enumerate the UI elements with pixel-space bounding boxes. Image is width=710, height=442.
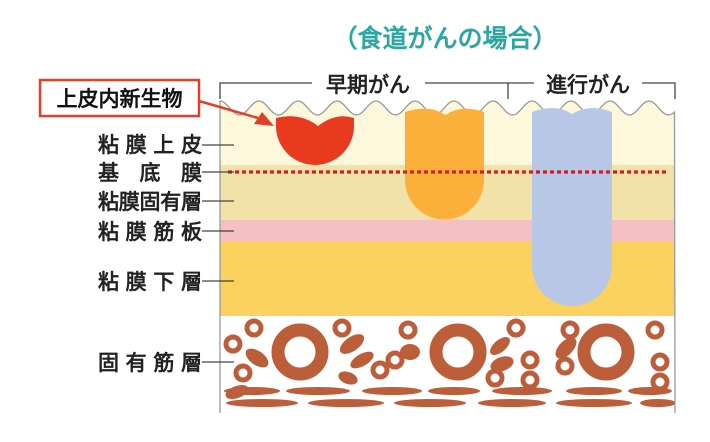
muscle-fiber-longitudinal: [566, 387, 622, 395]
muscle-cell-oblique: [555, 337, 577, 359]
muscle-ring-small: [520, 350, 540, 370]
intraepithelial-neoplasia-tumor: [276, 116, 354, 165]
intraepithelial-callout-box: [38, 78, 201, 118]
muscle-fiber-longitudinal: [492, 387, 552, 395]
diagram-title: （食道がんの場合）: [332, 24, 557, 53]
early-bracket-left: [219, 82, 312, 99]
muscle-fiber-longitudinal: [286, 387, 350, 395]
early-stage-label: 早期がん: [326, 73, 410, 97]
label-submucosa: 粘膜下層: [98, 270, 202, 294]
muscle-ring-small: [233, 363, 253, 383]
muscle-fiber-longitudinal: [478, 399, 546, 407]
muscle-fiber-longitudinal: [428, 387, 480, 395]
muscle-ring-small: [650, 352, 670, 372]
callout-arrow-line: [198, 99, 259, 120]
advanced-stage-label: 進行がん: [546, 73, 630, 97]
muscle-cell-oblique: [338, 371, 358, 385]
muscle-ring-small: [506, 318, 526, 338]
muscle-cell-oblique: [400, 344, 420, 360]
muscle-ring-small: [398, 320, 418, 340]
muscle-ring-small: [645, 320, 665, 340]
muscle-fiber-longitudinal: [224, 387, 280, 395]
early-advanced-divider: [425, 82, 534, 99]
callout-arrow-head: [254, 112, 274, 126]
muscle-ring-small: [223, 334, 243, 354]
intraepithelial-callout-label: 上皮内新生物: [57, 87, 183, 111]
label-basement-membrane: 基底膜: [98, 161, 202, 185]
muscle-fiber-longitudinal: [362, 387, 422, 395]
muscle-ring-small: [244, 318, 264, 338]
label-lamina-propria: 粘膜固有層: [98, 190, 202, 214]
stage-brackets: [219, 82, 676, 99]
muscle-ring-large: [577, 323, 635, 381]
muscle-fiber-longitudinal: [308, 399, 384, 407]
muscle-ring-large: [429, 323, 487, 381]
muscle-fiber-longitudinal: [628, 387, 672, 395]
label-epithelium: 粘膜上皮: [98, 133, 202, 157]
muscle-ring-small: [520, 370, 540, 390]
label-muscularis-mucosae: 粘膜筋板: [98, 220, 203, 244]
muscle-fiber-longitudinal: [394, 399, 466, 407]
muscle-ring-small: [385, 350, 405, 370]
muscle-ring-small: [370, 360, 390, 380]
muscle-ring-small: [555, 356, 575, 376]
label-muscularis-propria: 固有筋層: [98, 351, 202, 375]
muscle-cell-oblique: [245, 348, 269, 368]
advanced-cancer-tumor: [532, 107, 612, 306]
muscle-fiber-longitudinal: [556, 399, 632, 407]
early-cancer-tumor: [405, 108, 484, 220]
muscle-fiber-longitudinal: [640, 399, 675, 407]
muscle-cells: [223, 318, 675, 407]
advanced-bracket-right: [642, 82, 676, 99]
muscle-cell-oblique: [339, 334, 365, 354]
muscle-cell-oblique: [350, 351, 374, 369]
muscle-cell-oblique: [490, 356, 514, 372]
muscle-ring-small: [332, 318, 352, 338]
muscle-ring-small: [560, 320, 580, 340]
muscle-cell-oblique: [490, 337, 510, 355]
layer-labels: 粘膜上皮 基底膜 粘膜固有層 粘膜筋板 粘膜下層 固有筋層: [98, 133, 234, 375]
muscle-ring-large: [271, 323, 329, 381]
muscle-fiber-longitudinal: [226, 399, 298, 407]
